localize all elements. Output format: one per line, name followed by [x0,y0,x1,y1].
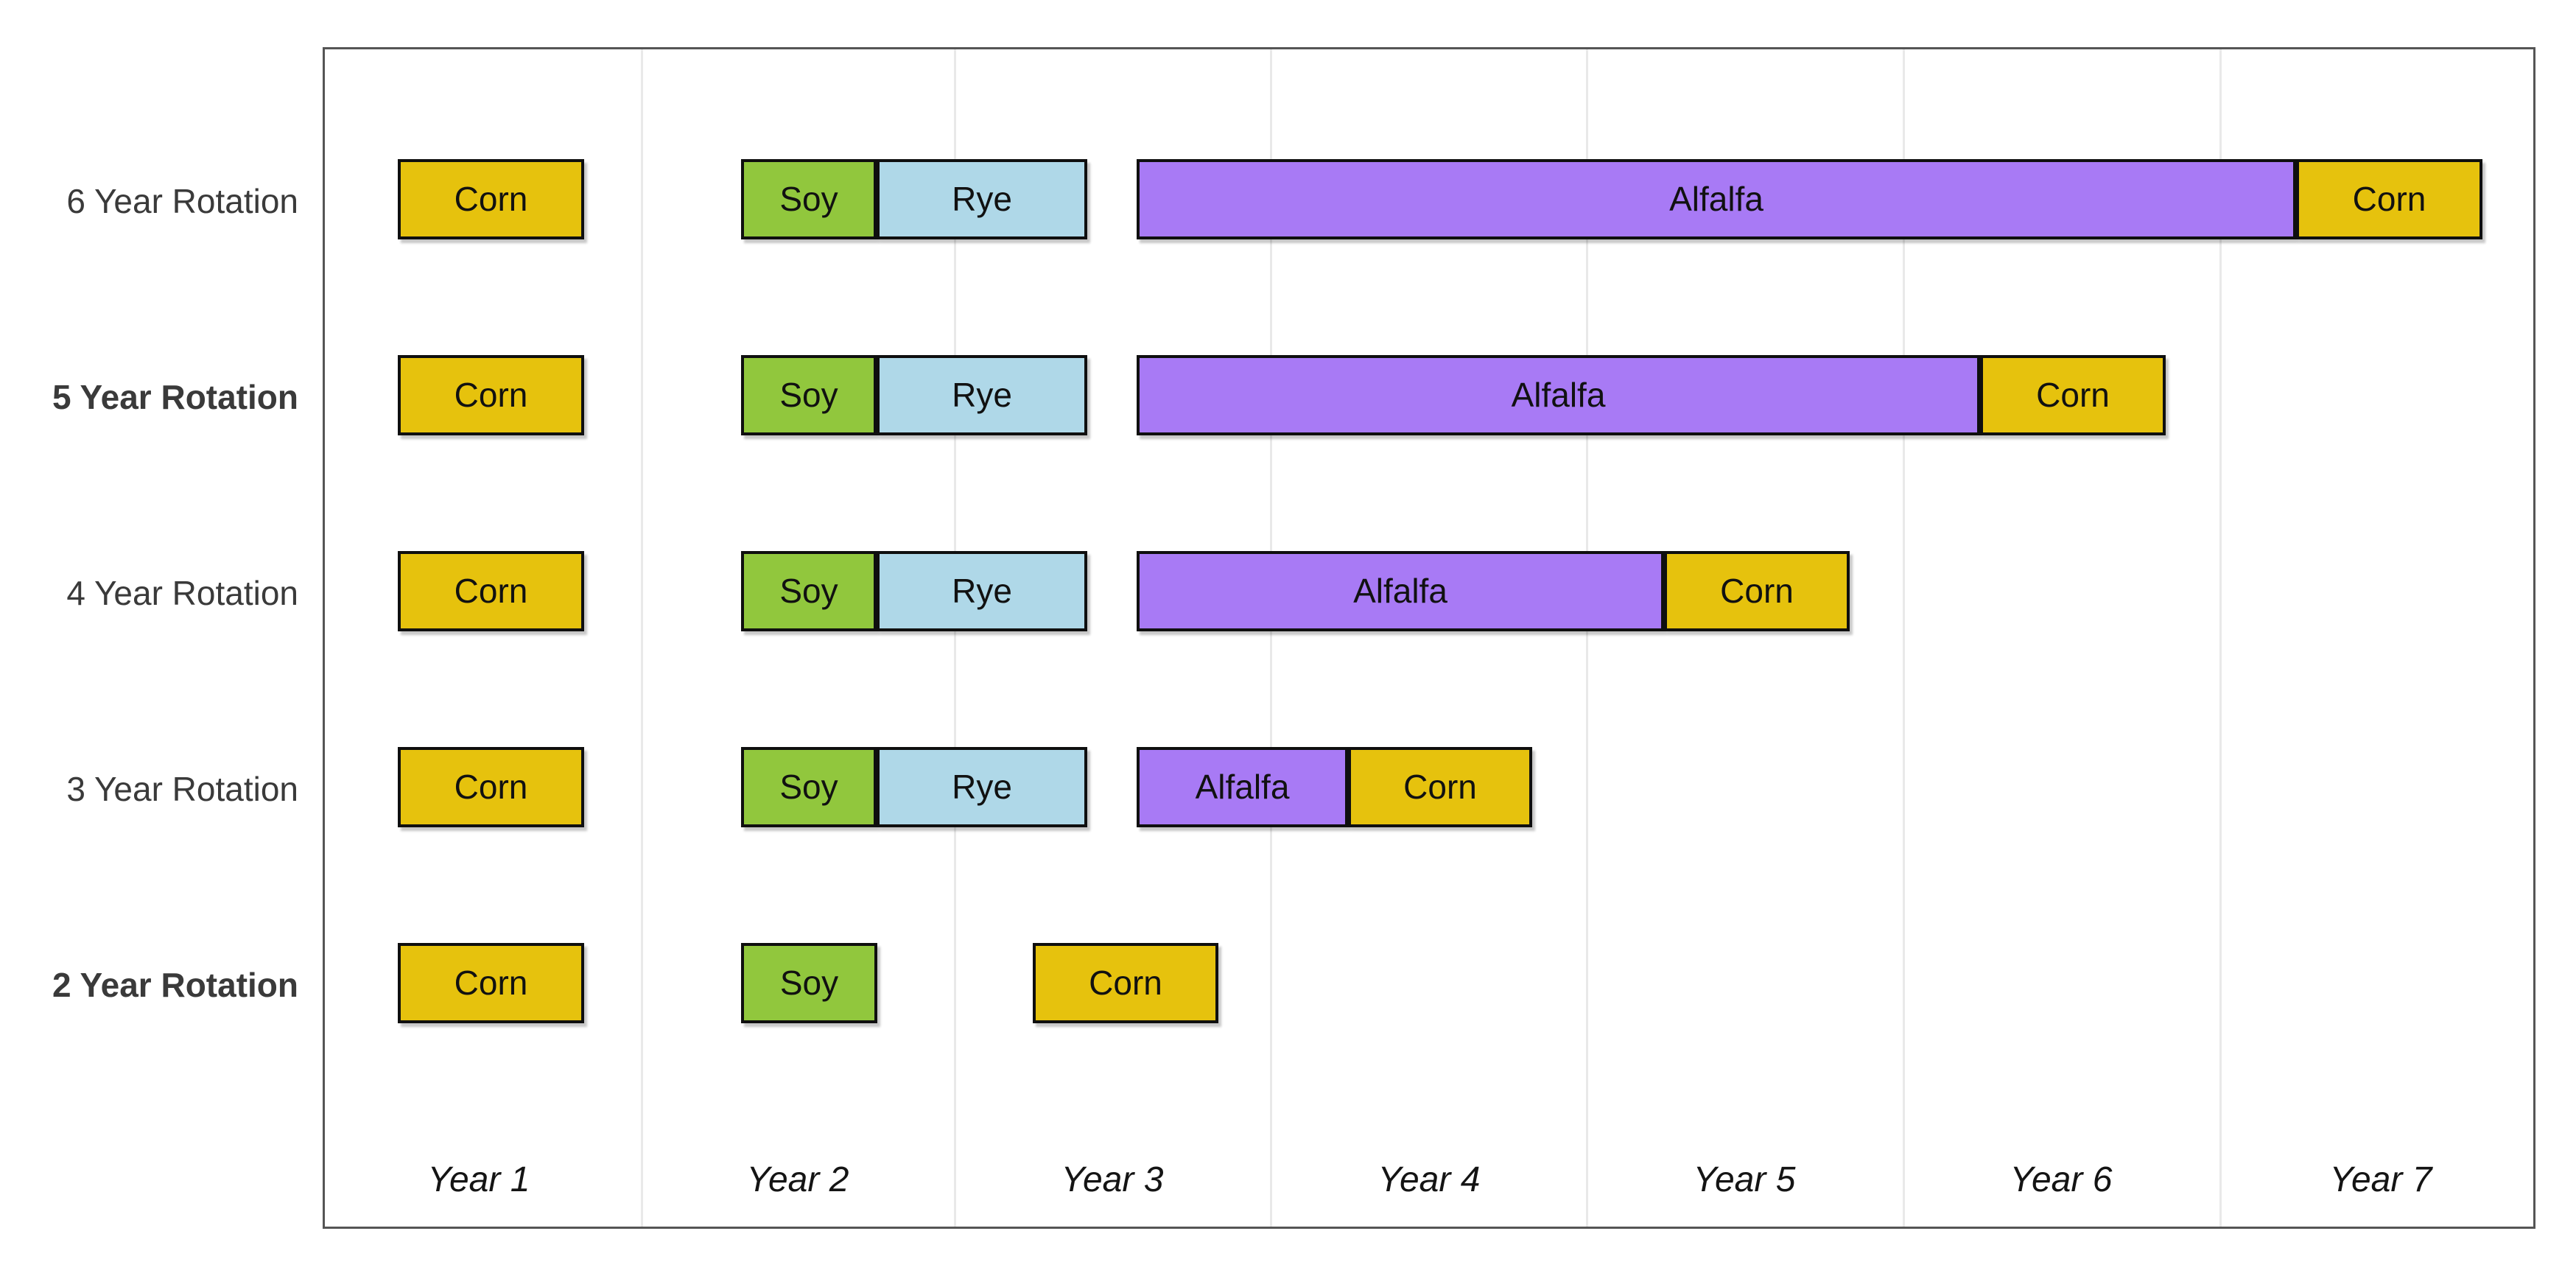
bar-segment-soy-row4-2: Soy [741,746,877,827]
x-axis-label-year-6: Year 6 [2010,1160,2113,1199]
year-gridline-4 [1586,49,1588,1227]
year-gridline-5 [1903,49,1905,1227]
x-axis-label-year-3: Year 3 [1061,1160,1164,1199]
bar-segment-alfalfa-row1-4: Alfalfa [1137,158,2296,239]
bar-segment-corn-row2-1: Corn [398,354,584,435]
bar-segment-corn-row3-1: Corn [398,550,584,631]
year-gridline-2 [954,49,956,1227]
bar-segment-rye-row2-3: Rye [877,354,1087,435]
bar-segment-corn-row2-5: Corn [1980,354,2166,435]
bar-segment-rye-row1-3: Rye [877,158,1087,239]
row-label-4-year-rotation: 4 Year Rotation [66,574,298,612]
year-gridline-1 [641,49,643,1227]
x-axis-label-year-4: Year 4 [1378,1160,1481,1199]
bar-segment-alfalfa-row4-4: Alfalfa [1137,746,1348,827]
x-axis-label-year-5: Year 5 [1693,1160,1796,1199]
row-label-5-year-rotation: 5 Year Rotation [52,378,298,416]
bar-segment-corn-row5-3: Corn [1033,942,1218,1023]
row-label-2-year-rotation: 2 Year Rotation [52,966,298,1004]
bar-segment-rye-row3-3: Rye [877,550,1087,631]
bar-segment-corn-row3-5: Corn [1664,550,1850,631]
bar-segment-soy-row2-2: Soy [741,354,877,435]
bar-segment-soy-row1-2: Soy [741,158,877,239]
bar-segment-corn-row1-5: Corn [2296,158,2482,239]
bar-segment-rye-row4-3: Rye [877,746,1087,827]
plot-area [323,47,2535,1229]
year-gridline-3 [1270,49,1272,1227]
bar-segment-corn-row1-1: Corn [398,158,584,239]
x-axis-label-year-2: Year 2 [746,1160,849,1199]
bar-segment-soy-row3-2: Soy [741,550,877,631]
bar-segment-alfalfa-row3-4: Alfalfa [1137,550,1664,631]
row-label-6-year-rotation: 6 Year Rotation [66,182,298,220]
x-axis-label-year-7: Year 7 [2329,1160,2432,1199]
bar-segment-soy-row5-2: Soy [741,942,877,1023]
bar-segment-corn-row5-1: Corn [398,942,584,1023]
row-label-3-year-rotation: 3 Year Rotation [66,770,298,808]
bar-segment-corn-row4-1: Corn [398,746,584,827]
x-axis-label-year-1: Year 1 [427,1160,530,1199]
year-gridline-6 [2219,49,2222,1227]
bar-segment-corn-row4-5: Corn [1348,746,1532,827]
bar-segment-alfalfa-row2-4: Alfalfa [1137,354,1980,435]
